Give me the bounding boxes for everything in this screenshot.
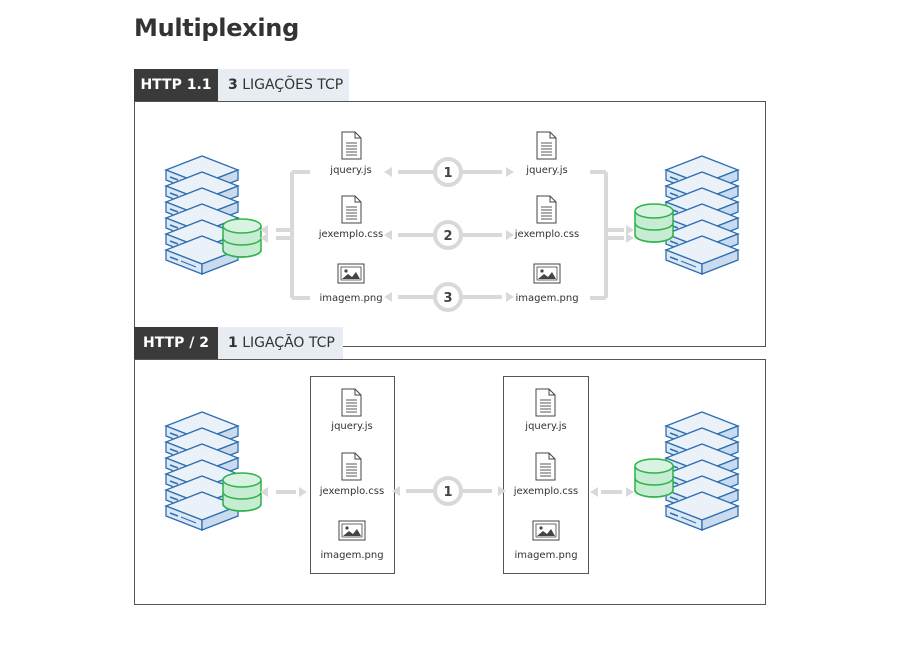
http1-server-branch-connector — [590, 170, 624, 300]
http1-connection-row-1 — [384, 157, 514, 187]
http1-server-file-label-3: imagem.png — [515, 293, 578, 304]
http2-client-file-label-2: jexemplo.css — [319, 486, 384, 497]
http2-client-js-file-icon — [341, 388, 362, 417]
http2-header-rule — [352, 346, 766, 347]
http1-client-css-file-icon — [341, 195, 362, 224]
http2-server-link — [590, 487, 634, 497]
http2-server-icon — [665, 411, 739, 531]
http1-server-file-label-2: jexemplo.css — [514, 229, 579, 240]
http1-connection-tab: 3 LIGAÇÕES TCP — [218, 69, 349, 101]
http2-connection-tab: 1 LIGAÇÃO TCP — [218, 327, 343, 359]
http2-server-database-icon — [634, 458, 674, 498]
http1-server-icon — [665, 155, 739, 275]
http1-server-css-file-icon — [536, 195, 557, 224]
http2-connection-number-1: 1 — [443, 485, 452, 500]
http1-client-file-label-1: jquery.js — [329, 165, 371, 176]
http1-connection-row-3 — [384, 282, 514, 312]
http2-connection-row-1 — [392, 476, 506, 506]
http1-client-file-label-3: imagem.png — [319, 293, 382, 304]
http2-client-image-file-icon — [338, 520, 366, 541]
http1-server-file-label-1: jquery.js — [525, 165, 567, 176]
http1-server-database-icon — [634, 203, 674, 243]
http2-client-database-icon — [222, 472, 262, 512]
http1-client-js-file-icon — [341, 131, 362, 160]
http2-connection-count: 1 — [228, 335, 238, 351]
http2-client-file-label-3: imagem.png — [320, 550, 383, 561]
http2-client-link — [260, 487, 307, 497]
http1-server-js-file-icon — [536, 131, 557, 160]
http1-client-image-file-icon — [337, 263, 365, 284]
http2-protocol-tab: HTTP / 2 — [134, 327, 218, 359]
page-title: Multiplexing — [134, 14, 299, 42]
http1-connection-row-2 — [384, 220, 514, 250]
http1-connection-label: LIGAÇÕES TCP — [242, 77, 344, 93]
http2-server-file-label-3: imagem.png — [514, 550, 577, 561]
http1-client-branch-connector — [276, 170, 310, 300]
http2-connection-label: LIGAÇÃO TCP — [242, 335, 335, 351]
http1-connection-number-2: 2 — [443, 229, 452, 244]
http1-client-server-icon — [165, 155, 239, 275]
http2-server-file-label-2: jexemplo.css — [513, 486, 578, 497]
http1-connection-count: 3 — [228, 77, 238, 93]
http1-client-database-icon — [222, 218, 262, 258]
http2-client-css-file-icon — [341, 452, 362, 481]
http2-server-js-file-icon — [535, 388, 556, 417]
http2-server-image-file-icon — [532, 520, 560, 541]
http1-connection-number-3: 3 — [443, 291, 452, 306]
http1-protocol-tab: HTTP 1.1 — [134, 69, 218, 101]
http2-client-server-icon — [165, 411, 239, 531]
http1-server-image-file-icon — [533, 263, 561, 284]
http1-connection-number-1: 1 — [443, 166, 452, 181]
http1-client-file-label-2: jexemplo.css — [318, 229, 383, 240]
http2-client-file-label-1: jquery.js — [330, 421, 372, 432]
http2-server-file-label-1: jquery.js — [524, 421, 566, 432]
http2-server-css-file-icon — [535, 452, 556, 481]
